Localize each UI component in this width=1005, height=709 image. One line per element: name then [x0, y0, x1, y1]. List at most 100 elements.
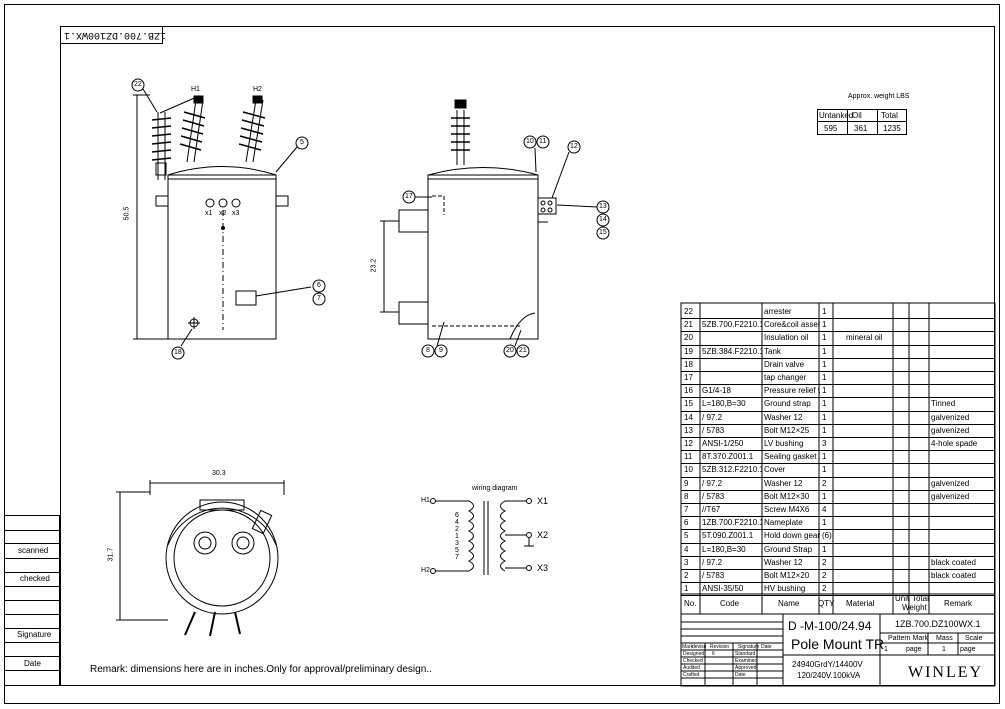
rev-role: Checked [683, 658, 703, 664]
wiring-tap-2: 2 [455, 526, 459, 533]
tb-model: D -M-100/24.94 [788, 619, 872, 633]
front-x2-label: x2 [219, 210, 227, 217]
wiring-tap-3: 3 [455, 540, 459, 547]
bom-cell: 1 [822, 373, 827, 382]
bom-cell: 3 [684, 558, 689, 567]
bom-cell: Drain valve [764, 360, 805, 369]
bom-cell: tap changer [764, 373, 807, 382]
bom-cell: (6) [822, 531, 832, 540]
bom-cell: 1 [822, 465, 827, 474]
bom-row-divider [681, 503, 995, 504]
tb-scale: Scale [965, 635, 983, 642]
wiring-tap-4: 4 [455, 519, 459, 526]
bom-cell: galvenized [931, 426, 970, 435]
balloon-11: 11 [539, 138, 547, 145]
tb-pattern-mark: Pattern Mark [888, 635, 929, 642]
bom-cell: / 97.2 [702, 413, 723, 422]
bom-row-divider [681, 490, 995, 491]
tb-page-word2: page [960, 646, 976, 653]
bom-cell: Tank [764, 347, 781, 356]
bom-cell: galvenized [931, 413, 970, 422]
bom-cell: Washer 12 [764, 558, 803, 567]
bom-cell: G1/4-18 [702, 386, 731, 395]
tb-name: Pole Mount TR [791, 636, 885, 652]
bom-row-divider [681, 397, 995, 398]
bom-cell: 12 [684, 439, 693, 448]
bom-cell: Bolt M12×20 [764, 571, 810, 580]
rev-header: Mark [682, 644, 694, 650]
bom-cell: L=180,B=30 [702, 545, 746, 554]
bom-cell: Washer 12 [764, 413, 803, 422]
bom-cell: 18 [684, 360, 693, 369]
bom-cell: Core&coil assembly [764, 320, 820, 329]
balloon-20: 20 [506, 347, 514, 354]
tb-page-word1: page [906, 646, 922, 653]
bom-header-no: No. [684, 599, 697, 608]
bom-cell: 5 [684, 531, 689, 540]
bom-cell: black coated [931, 571, 976, 580]
bom-cell: 5T.090.Z001.1 [702, 531, 754, 540]
flipped-number-box [60, 26, 163, 44]
bom-cell: 2 [822, 571, 827, 580]
balloon-6: 6 [317, 282, 321, 289]
bom-cell: / 5783 [702, 571, 725, 580]
rev-header: devise [692, 644, 707, 650]
weight-value-total: 1235 [883, 124, 901, 133]
wiring-tap-6: 6 [455, 512, 459, 519]
bom-cell: 9 [684, 479, 689, 488]
bom-cell: 16 [684, 386, 693, 395]
front-h1-label: H1 [191, 86, 200, 93]
bom-row-divider [681, 516, 995, 517]
bom-cell: 1 [822, 399, 827, 408]
outer-border [4, 4, 1000, 704]
bom-row-divider [681, 582, 995, 583]
bom-row-divider [681, 556, 995, 557]
bom-row-divider [681, 411, 995, 412]
weight-header-oil: Oil [852, 111, 862, 120]
wiring-tap-7: 7 [455, 554, 459, 561]
bom-row-divider [681, 450, 995, 451]
bom-cell: 1 [822, 347, 827, 356]
bom-cell: 14 [684, 413, 693, 422]
bom-cell: 5ZB.312.F2210.1 [702, 465, 762, 474]
bom-cell: galvenized [931, 479, 970, 488]
front-x1-label: x1 [205, 210, 213, 217]
rev-role: Crafted [683, 672, 700, 678]
bom-cell: 1 [822, 426, 827, 435]
bom-cell: //T67 [702, 505, 721, 514]
bom-cell: 1 [822, 545, 827, 554]
designed-by: 6 [712, 651, 715, 657]
weight-value-untanked: 595 [824, 124, 838, 133]
bom-row-divider [681, 477, 995, 478]
tb-mass: Mass [936, 635, 953, 642]
wiring-h1: H1 [421, 497, 430, 504]
bom-cell: Washer 12 [764, 479, 803, 488]
bom-cell: 21 [684, 320, 693, 329]
bom-row-divider [681, 437, 995, 438]
scanned-label: scanned [18, 546, 49, 555]
bom-cell: Insulation oil [764, 333, 809, 342]
wiring-tap-5: 5 [455, 547, 459, 554]
bom-cell: 1 [822, 413, 827, 422]
bom-cell: 2 [822, 479, 827, 488]
date-label: Date [24, 659, 41, 668]
bom-cell: 20 [684, 333, 693, 342]
bom-row-divider [681, 331, 995, 332]
balloon-21: 21 [519, 347, 527, 354]
weight-value-oil: 361 [854, 124, 868, 133]
bom-cell: Sealing gasket [764, 452, 817, 461]
balloon-5: 5 [300, 139, 304, 146]
bom-cell: LV bushing [764, 439, 804, 448]
bom-cell: 8 [684, 492, 689, 501]
bom-header-material: Material [846, 599, 875, 608]
tb-company: WINLEY [908, 664, 984, 681]
tb-drawing-no: 1ZB.700.DZ100WX.1 [895, 619, 981, 629]
remark-text: Remark: dimensions here are in inches.On… [90, 664, 432, 675]
front-height-dim: 50.5 [123, 206, 131, 221]
bom-row-divider [681, 569, 995, 570]
bom-cell: black coated [931, 558, 976, 567]
balloon-9: 9 [439, 347, 443, 354]
balloon-15: 15 [599, 229, 607, 236]
